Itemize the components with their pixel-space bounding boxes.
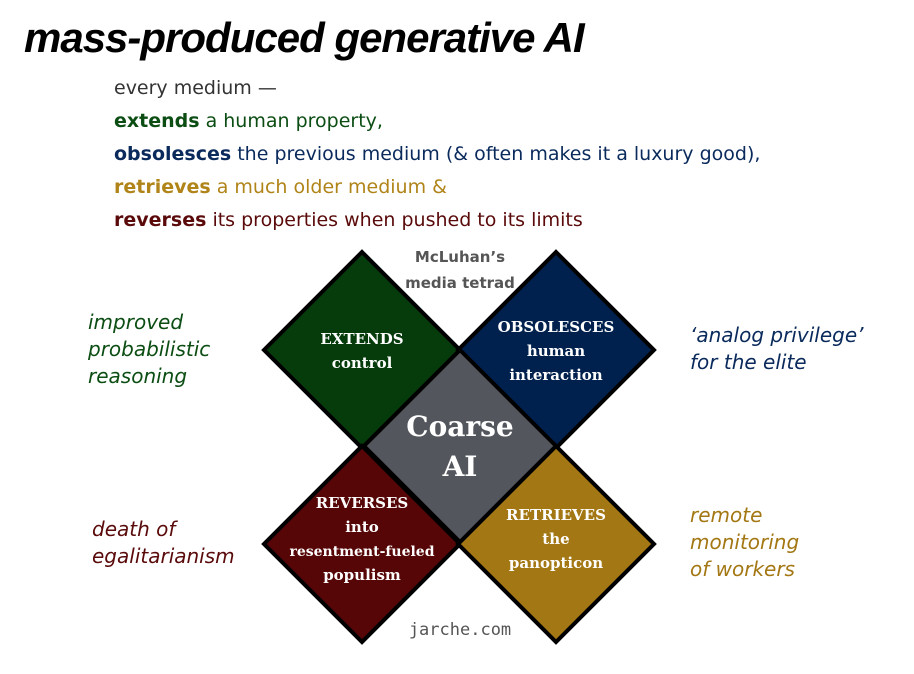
note-reverses: death of egalitarianism — [92, 516, 235, 570]
obsolesces-title: OBSOLESCES — [498, 318, 615, 336]
note-line: egalitarianism — [92, 544, 235, 568]
tetrad-label-1: McLuhan’s — [415, 248, 505, 266]
line-retrieves: retrieves a much older medium & — [114, 171, 760, 204]
retrieves-text: the — [542, 530, 569, 548]
note-line: death of — [92, 517, 176, 541]
center-title-2: AI — [442, 450, 478, 483]
reverses-title: REVERSES — [316, 494, 409, 512]
line-obsolesces: obsolesces the previous medium (& often … — [114, 138, 760, 171]
center-title-1: Coarse — [406, 410, 513, 443]
credit: jarche.com — [409, 620, 511, 640]
keyword-extends: extends — [114, 110, 200, 132]
retrieves-title: RETRIEVES — [506, 506, 606, 524]
reverses-text: into — [345, 518, 379, 536]
intro-line: every medium — — [114, 77, 277, 99]
note-line: of workers — [690, 557, 795, 581]
keyword-retrieves: retrieves — [114, 176, 211, 198]
note-line: remote — [690, 503, 763, 527]
line-text: a much older medium & — [210, 176, 447, 198]
note-line: probabilistic — [88, 337, 211, 361]
line-text: the previous medium (& often makes it a … — [231, 143, 761, 165]
center-diamond — [361, 347, 559, 545]
extends-text: control — [332, 354, 393, 372]
note-line: ‘analog privilege’ — [690, 323, 864, 347]
keyword-obsolesces: obsolesces — [114, 143, 232, 165]
tetrad-definition: every medium — extends a human property,… — [114, 72, 760, 237]
note-line: improved — [88, 310, 184, 334]
retrieves-text: panopticon — [509, 554, 603, 572]
line-extends: extends a human property, — [114, 105, 760, 138]
keyword-reverses: reverses — [114, 209, 207, 231]
reverses-text: populism — [323, 566, 401, 584]
note-line: for the elite — [690, 350, 807, 374]
note-obsolesces: ‘analog privilege’ for the elite — [690, 322, 863, 376]
note-line: reasoning — [88, 364, 188, 388]
reverses-text: resentment-fueled — [289, 544, 434, 560]
obsolesces-text: interaction — [509, 366, 602, 384]
note-extends: improved probabilistic reasoning — [88, 309, 210, 390]
tetrad-label-2: media tetrad — [405, 274, 515, 292]
obsolesces-text: human — [527, 342, 585, 360]
note-line: monitoring — [690, 530, 800, 554]
line-reverses: reverses its properties when pushed to i… — [114, 204, 760, 237]
slide-title: mass-produced generative AI — [24, 14, 585, 61]
line-text: a human property, — [199, 110, 383, 132]
note-retrieves: remote monitoring of workers — [690, 502, 799, 583]
extends-title: EXTENDS — [320, 330, 403, 348]
line-text: its properties when pushed to its limits — [206, 209, 583, 231]
